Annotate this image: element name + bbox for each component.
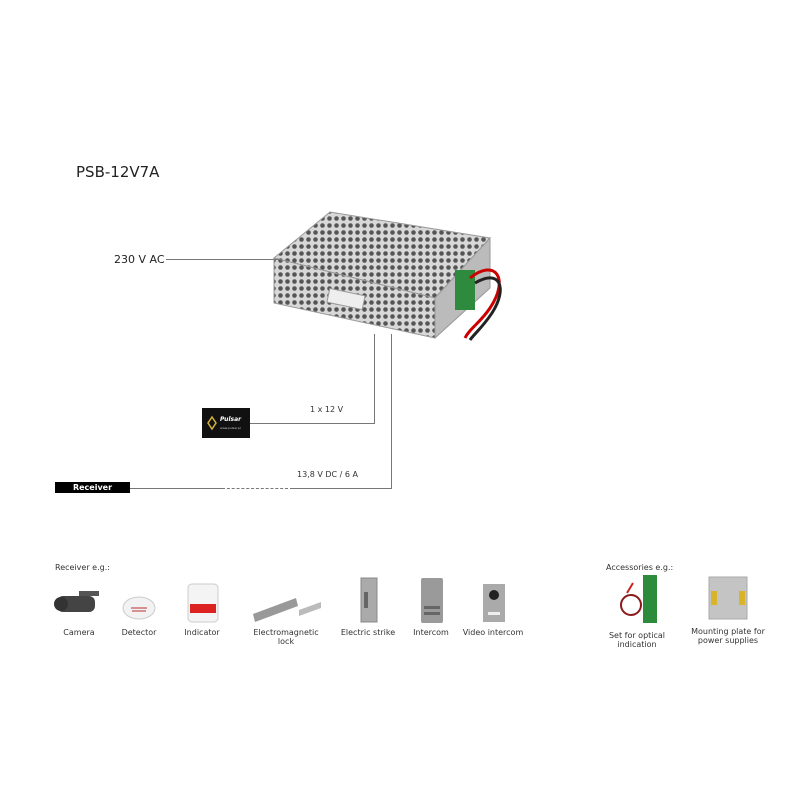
item-label: Electric strike — [340, 628, 396, 637]
item-label: Detector — [121, 628, 157, 637]
accessory-optical-indication: Set for optical indication — [597, 573, 677, 649]
battery-line-vertical — [374, 334, 375, 424]
product-title: PSB-12V7A — [76, 163, 160, 181]
output-label: 13,8 V DC / 6 A — [297, 470, 359, 479]
receivers-heading: Receiver e.g.: — [55, 563, 110, 572]
input-voltage-label: 230 V AC — [114, 253, 165, 266]
receiver-box: Receiver — [55, 482, 130, 493]
output-line-dashed — [222, 488, 288, 489]
receiver-indicator: Indicator — [162, 582, 242, 637]
camera-icon — [54, 591, 99, 612]
pulsar-url: www.pulsar.pl — [220, 426, 241, 430]
output-line-left — [130, 488, 222, 489]
electric-strike-icon — [360, 577, 378, 623]
receiver-electric-strike: Electric strike — [328, 576, 408, 637]
item-label: Indicator — [184, 628, 220, 637]
lock-icon — [253, 598, 321, 622]
battery-image: Pulsar www.pulsar.pl — [202, 408, 250, 438]
item-label: Camera — [63, 628, 95, 637]
item-label: Intercom — [413, 628, 449, 637]
output-line-vertical — [391, 334, 392, 489]
receiver-detector: Detector — [99, 588, 179, 637]
optical-indication-icon — [620, 575, 657, 623]
power-supply-image — [272, 211, 502, 341]
output-line — [290, 488, 392, 489]
intercom-icon — [421, 578, 443, 623]
accessory-mounting-plate: Mounting plate for power supplies — [688, 573, 768, 645]
pulsar-logo: Pulsar — [220, 416, 242, 423]
item-label: Electromagnetic lock — [253, 628, 319, 646]
item-label: Set for optical indication — [608, 631, 666, 649]
item-label: Video intercom — [462, 628, 524, 637]
accessories-heading: Accessories e.g.: — [606, 563, 674, 572]
item-label: Mounting plate for power supplies — [691, 627, 765, 645]
receiver-intercom: Intercom — [391, 576, 471, 637]
battery-label: 1 x 12 V — [310, 405, 344, 414]
input-line — [166, 259, 282, 260]
battery-line — [250, 423, 375, 424]
detector-icon — [122, 596, 156, 620]
receiver-video-intercom: Video intercom — [453, 582, 533, 637]
indicator-icon — [187, 583, 219, 623]
mounting-plate-icon — [708, 576, 748, 620]
video-intercom-icon — [483, 584, 505, 622]
receiver-electromagnetic-lock: Electromagnetic lock — [246, 592, 326, 646]
receiver-camera: Camera — [39, 588, 119, 637]
